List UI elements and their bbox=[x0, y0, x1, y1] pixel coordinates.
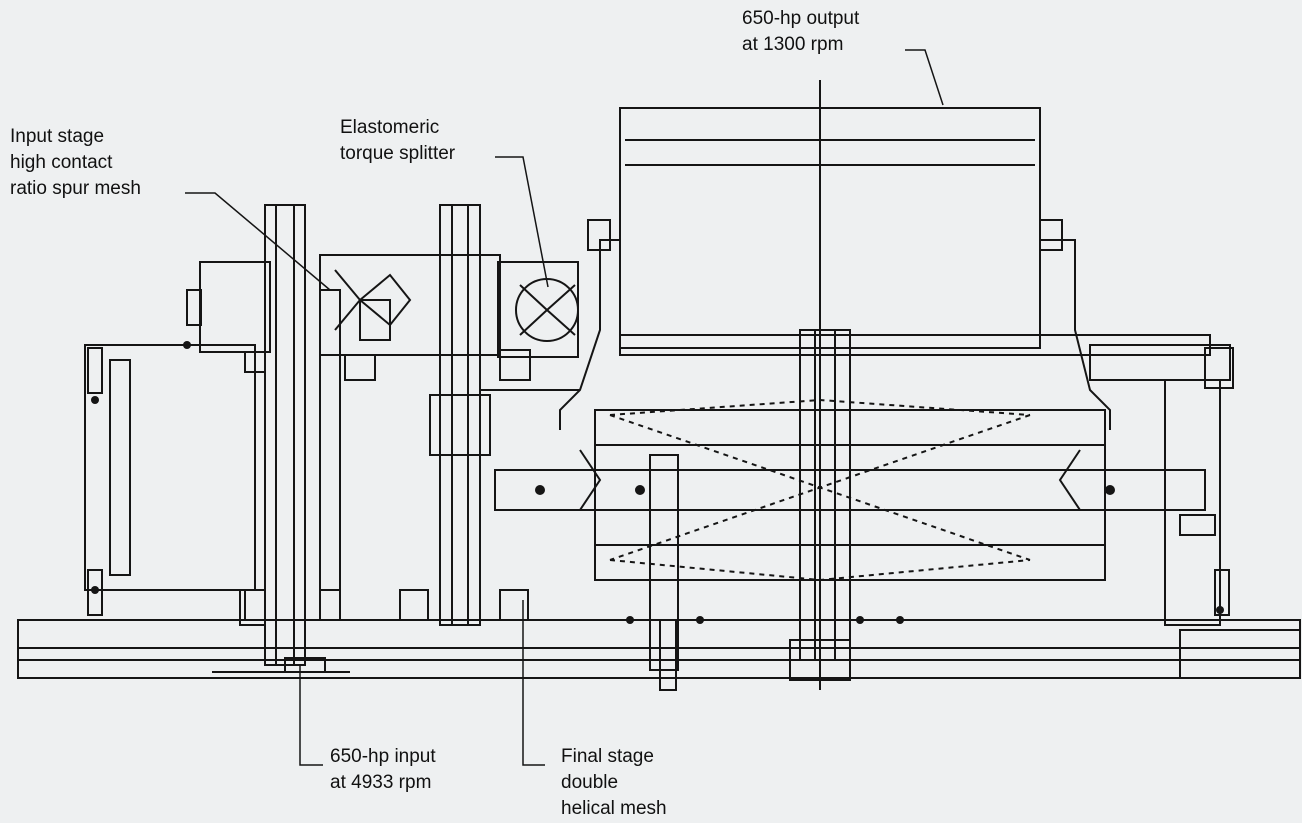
output-line-2: at 1300 rpm bbox=[742, 34, 844, 55]
input-stage-line-2: high contact bbox=[10, 152, 113, 173]
input-power-label: 650-hp input at 4933 rpm bbox=[330, 744, 436, 796]
final-stage-line-2: double bbox=[561, 772, 619, 793]
bolts bbox=[91, 341, 1224, 624]
output-label: 650-hp output at 1300 rpm bbox=[742, 6, 859, 58]
input-stage-label: Input stage high contact ratio spur mesh bbox=[10, 124, 141, 202]
right-housing bbox=[1164, 379, 1230, 626]
final-stage-gear bbox=[579, 398, 1081, 691]
leader-lines bbox=[185, 49, 944, 766]
input-power-line-1: 650-hp input bbox=[330, 746, 436, 767]
input-shaft bbox=[212, 204, 350, 673]
middle-shaft bbox=[399, 204, 580, 626]
output-line-1: 650-hp output bbox=[742, 8, 860, 29]
left-housing bbox=[84, 261, 271, 626]
input-stage-line-3: ratio spur mesh bbox=[10, 178, 141, 199]
input-power-line-2: at 4933 rpm bbox=[330, 772, 432, 793]
torque-splitter-line-2: torque splitter bbox=[340, 143, 456, 164]
final-stage-line-1: Final stage bbox=[561, 746, 654, 767]
final-stage-label: Final stage double helical mesh bbox=[561, 744, 667, 822]
torque-splitter-label: Elastomeric torque splitter bbox=[340, 115, 455, 167]
output-case bbox=[559, 107, 1111, 430]
carrier-plate bbox=[494, 334, 1234, 581]
torque-splitter-assembly bbox=[319, 254, 579, 381]
output-shaft bbox=[789, 80, 851, 690]
input-stage-line-1: Input stage bbox=[10, 126, 105, 147]
final-stage-line-3: helical mesh bbox=[561, 798, 667, 819]
torque-splitter-line-1: Elastomeric bbox=[340, 117, 440, 138]
